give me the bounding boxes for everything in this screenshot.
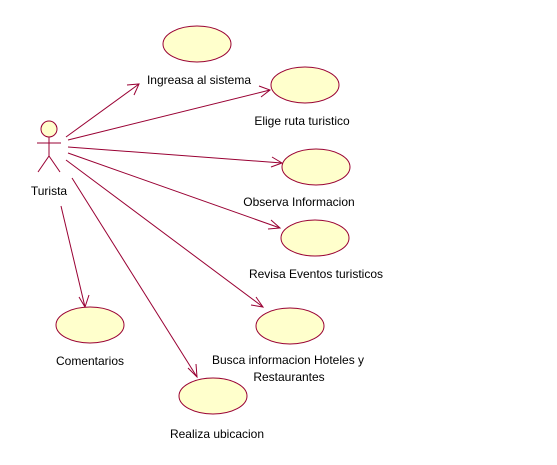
use-case-ingreasa[interactable]: Ingreasa al sistema	[147, 25, 251, 87]
use-case-ellipse	[280, 219, 350, 257]
arrowhead-revisa	[267, 219, 282, 230]
use-case-comentarios[interactable]: Comentarios	[55, 306, 125, 368]
use-case-label-line-1: Busca informacion Hoteles y	[212, 353, 364, 367]
use-case-ellipse	[55, 306, 125, 344]
association-observa	[67, 146, 283, 164]
use-case-label: Ingreasa al sistema	[147, 73, 251, 87]
use-case-label: Observa Informacion	[243, 195, 354, 209]
use-case-label-line-2: Restaurantes	[253, 370, 324, 384]
use-case-ellipse	[281, 148, 351, 186]
use-case-label: Comentarios	[56, 354, 124, 368]
use-case-elige[interactable]: Elige ruta turistico	[254, 66, 350, 128]
association-realiza	[71, 177, 198, 378]
use-case-ellipse	[255, 307, 325, 345]
actor-left-leg	[37, 155, 50, 173]
use-case-label: Elige ruta turistico	[254, 114, 350, 128]
use-case-observa[interactable]: Observa Informacion	[243, 148, 355, 209]
association-busca	[65, 159, 264, 308]
arrowhead-realiza	[187, 363, 198, 379]
arrowhead-elige	[258, 85, 272, 98]
use-case-realiza[interactable]: Realiza ubicacion	[170, 377, 264, 441]
actor-right-leg	[48, 155, 61, 173]
arrowhead-ingreasa	[126, 83, 140, 96]
association-lines	[60, 83, 284, 379]
use-case-busca[interactable]: Busca informacion Hoteles y Restaurantes	[212, 307, 364, 384]
actor-turista[interactable]: Turista	[31, 120, 68, 198]
actor-head	[40, 120, 58, 138]
use-case-label: Revisa Eventos turisticos	[249, 267, 383, 281]
use-case-ellipse	[162, 25, 232, 63]
arrowhead-observa	[270, 156, 284, 168]
use-case-ellipse	[270, 66, 340, 104]
association-comentarios	[60, 205, 86, 308]
association-elige	[67, 89, 271, 141]
use-case-label: Realiza ubicacion	[170, 427, 264, 441]
association-ingreasa	[65, 83, 140, 138]
actor-label: Turista	[31, 184, 68, 198]
use-case-ellipse	[178, 377, 248, 415]
arrowhead-busca	[250, 296, 265, 308]
use-case-revisa[interactable]: Revisa Eventos turisticos	[249, 219, 383, 281]
association-revisa	[67, 152, 281, 229]
